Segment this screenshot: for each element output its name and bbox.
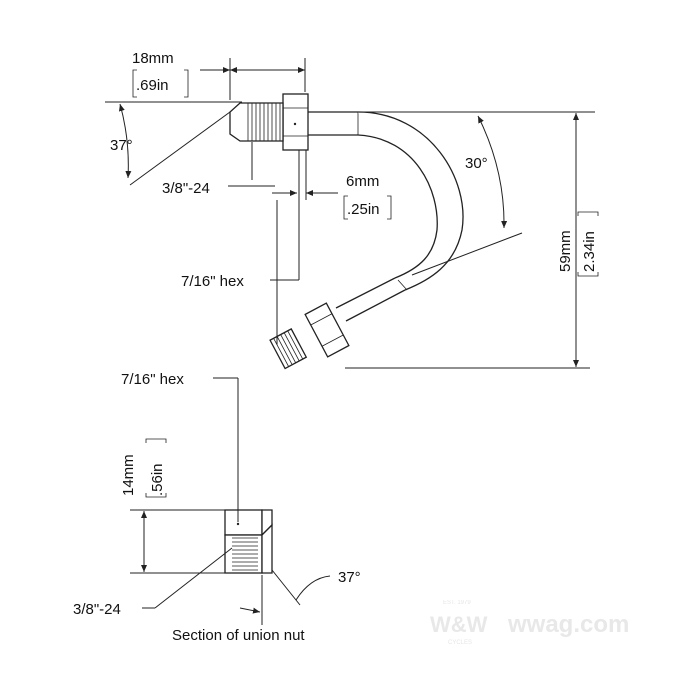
height-in-label: 2.34in xyxy=(581,231,598,272)
gap-mm-label: 6mm xyxy=(346,173,379,190)
callout-thread-nut: 3/8"-24 xyxy=(73,547,233,618)
flare-angle-top-label: 37° xyxy=(110,137,133,154)
height-mm-label: 59mm xyxy=(557,230,574,272)
dimension-width-18mm: 18mm .69in xyxy=(132,50,306,100)
dimension-gap-6mm: 6mm .25in xyxy=(272,150,392,280)
callout-hex-main: 7/16" hex xyxy=(181,200,299,345)
thread-nut-label: 3/8"-24 xyxy=(73,601,121,618)
dimension-flare-angle-top: 37° xyxy=(105,101,242,186)
dimension-height-59mm: 59mm 2.34in xyxy=(345,113,599,369)
svg-text:CYCLES: CYCLES xyxy=(448,640,472,646)
watermark: EST. 1979 W&W wwag.com CYCLES xyxy=(430,600,629,646)
nut-height-mm-label: 14mm xyxy=(120,454,137,496)
caption: Section of union nut xyxy=(172,627,305,644)
svg-text:W&W: W&W xyxy=(430,612,488,637)
svg-text:wwag.com: wwag.com xyxy=(507,611,629,638)
bend-angle-label: 30° xyxy=(465,155,488,172)
flare-angle-nut-label: 37° xyxy=(338,569,361,586)
width-in-label: .69in xyxy=(136,77,169,94)
bent-pipe-fitting xyxy=(229,93,464,370)
svg-text:EST. 1979: EST. 1979 xyxy=(443,600,471,606)
union-nut-section xyxy=(224,509,273,574)
hex-nut-label: 7/16" hex xyxy=(121,371,184,388)
nut-height-in-label: .56in xyxy=(149,463,166,496)
width-mm-label: 18mm xyxy=(132,50,174,67)
dimension-nut-height: 14mm .56in xyxy=(120,438,225,574)
thread-top-label: 3/8"-24 xyxy=(162,180,210,197)
callout-thread-top: 3/8"-24 xyxy=(162,142,275,197)
gap-in-label: .25in xyxy=(347,201,380,218)
dimension-flare-angle-nut: 37° xyxy=(239,569,361,625)
hex-main-label: 7/16" hex xyxy=(181,273,244,290)
dimension-bend-angle: 30° xyxy=(358,111,595,276)
callout-hex-nut: 7/16" hex xyxy=(121,371,239,522)
